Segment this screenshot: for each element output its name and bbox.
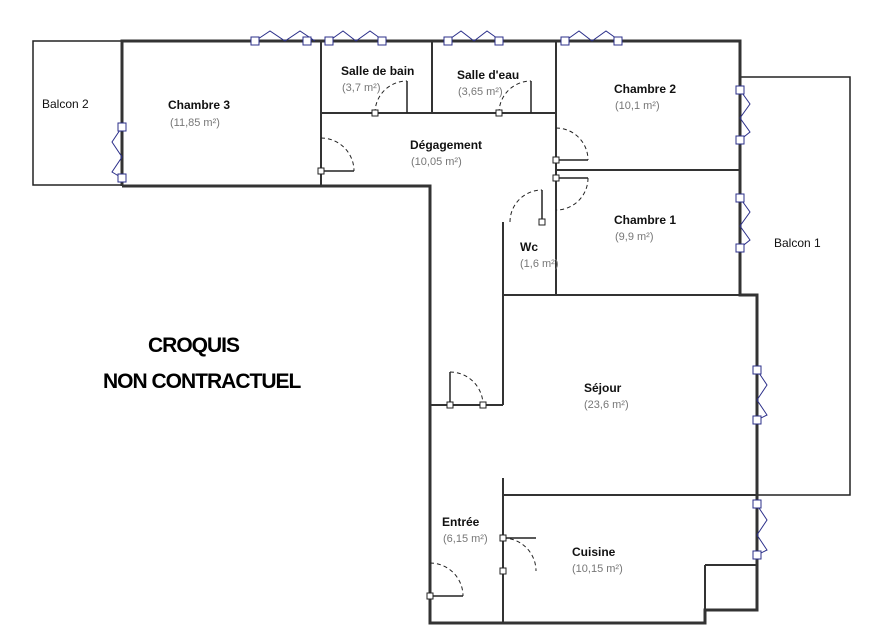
door-chambre1-arc bbox=[555, 177, 589, 211]
room-area-salle-eau: (3,65 m²) bbox=[458, 86, 503, 98]
door-chambre1-hinge bbox=[552, 174, 560, 182]
room-name-salle-de-bain: Salle de bain bbox=[341, 64, 415, 78]
room-area-wc: (1,6 m²) bbox=[520, 258, 559, 270]
exterior-wall bbox=[120, 39, 759, 625]
balcon-2-label: Balcon 2 bbox=[42, 97, 89, 111]
window-chambre1-east bbox=[735, 193, 751, 253]
door-sejour-arc bbox=[449, 371, 484, 406]
door-cuisine-hinge-1 bbox=[499, 534, 507, 542]
window-salle-eau bbox=[443, 30, 504, 46]
room-area-salle-de-bain: (3,7 m²) bbox=[342, 82, 381, 94]
door-chambre3-hinge bbox=[317, 167, 325, 175]
room-name-chambre3: Chambre 3 bbox=[168, 98, 231, 112]
room-area-sejour: (23,6 m²) bbox=[584, 399, 629, 411]
balcon-1-label: Balcon 1 bbox=[774, 236, 821, 250]
door-entree-hinge bbox=[426, 592, 434, 600]
room-area-chambre1: (9,9 m²) bbox=[615, 231, 654, 243]
window-cuisine-east bbox=[752, 499, 768, 560]
door-cuisine-arc bbox=[502, 537, 537, 572]
door-sejour-hinge-1 bbox=[446, 401, 454, 409]
door-salle-eau-hinge bbox=[495, 109, 503, 117]
room-name-entree: Entrée bbox=[442, 515, 480, 529]
disclaimer-line-1: CROQUIS bbox=[148, 334, 240, 357]
window-chambre3 bbox=[250, 30, 316, 46]
door-salle-eau-arc bbox=[498, 80, 532, 114]
door-entree-arc bbox=[429, 562, 464, 597]
room-name-chambre1: Chambre 1 bbox=[614, 213, 677, 227]
window-chambre2-top bbox=[560, 30, 623, 46]
door-wc-arc bbox=[509, 189, 543, 223]
room-area-entree: (6,15 m²) bbox=[443, 533, 488, 545]
room-area-chambre3: (11,85 m²) bbox=[170, 117, 220, 129]
room-name-salle-eau: Salle d'eau bbox=[457, 68, 520, 82]
door-sejour-hinge-2 bbox=[479, 401, 487, 409]
interior-walls bbox=[320, 41, 757, 623]
room-area-chambre2: (10,1 m²) bbox=[615, 100, 660, 112]
door-wc-hinge bbox=[538, 218, 546, 226]
room-name-cuisine: Cuisine bbox=[572, 545, 616, 559]
door-cuisine-hinge-2 bbox=[499, 567, 507, 575]
doors bbox=[317, 80, 589, 600]
windows bbox=[111, 30, 768, 560]
window-sdb bbox=[324, 30, 387, 46]
disclaimer-line-2: NON CONTRACTUEL bbox=[103, 370, 301, 393]
door-sdb-arc bbox=[374, 80, 408, 114]
room-name-degagement: Dégagement bbox=[410, 138, 483, 152]
door-sdb-hinge bbox=[371, 109, 379, 117]
exterior-walls bbox=[120, 39, 759, 625]
window-balcon2 bbox=[111, 122, 127, 183]
balcon-2-outline bbox=[32, 40, 123, 186]
room-name-chambre2: Chambre 2 bbox=[614, 82, 677, 96]
door-chambre3-arc bbox=[320, 137, 355, 172]
room-area-degagement: (10,05 m²) bbox=[411, 156, 462, 168]
room-name-wc: Wc bbox=[520, 240, 538, 254]
window-sejour-east bbox=[752, 365, 768, 425]
window-chambre2-east bbox=[735, 85, 751, 145]
balcon-1-outline bbox=[740, 76, 851, 496]
room-name-sejour: Séjour bbox=[584, 381, 622, 395]
balcony-outlines bbox=[32, 40, 851, 496]
door-chambre2-arc bbox=[555, 127, 589, 161]
door-chambre2-hinge bbox=[552, 156, 560, 164]
room-area-cuisine: (10,15 m²) bbox=[572, 563, 623, 575]
